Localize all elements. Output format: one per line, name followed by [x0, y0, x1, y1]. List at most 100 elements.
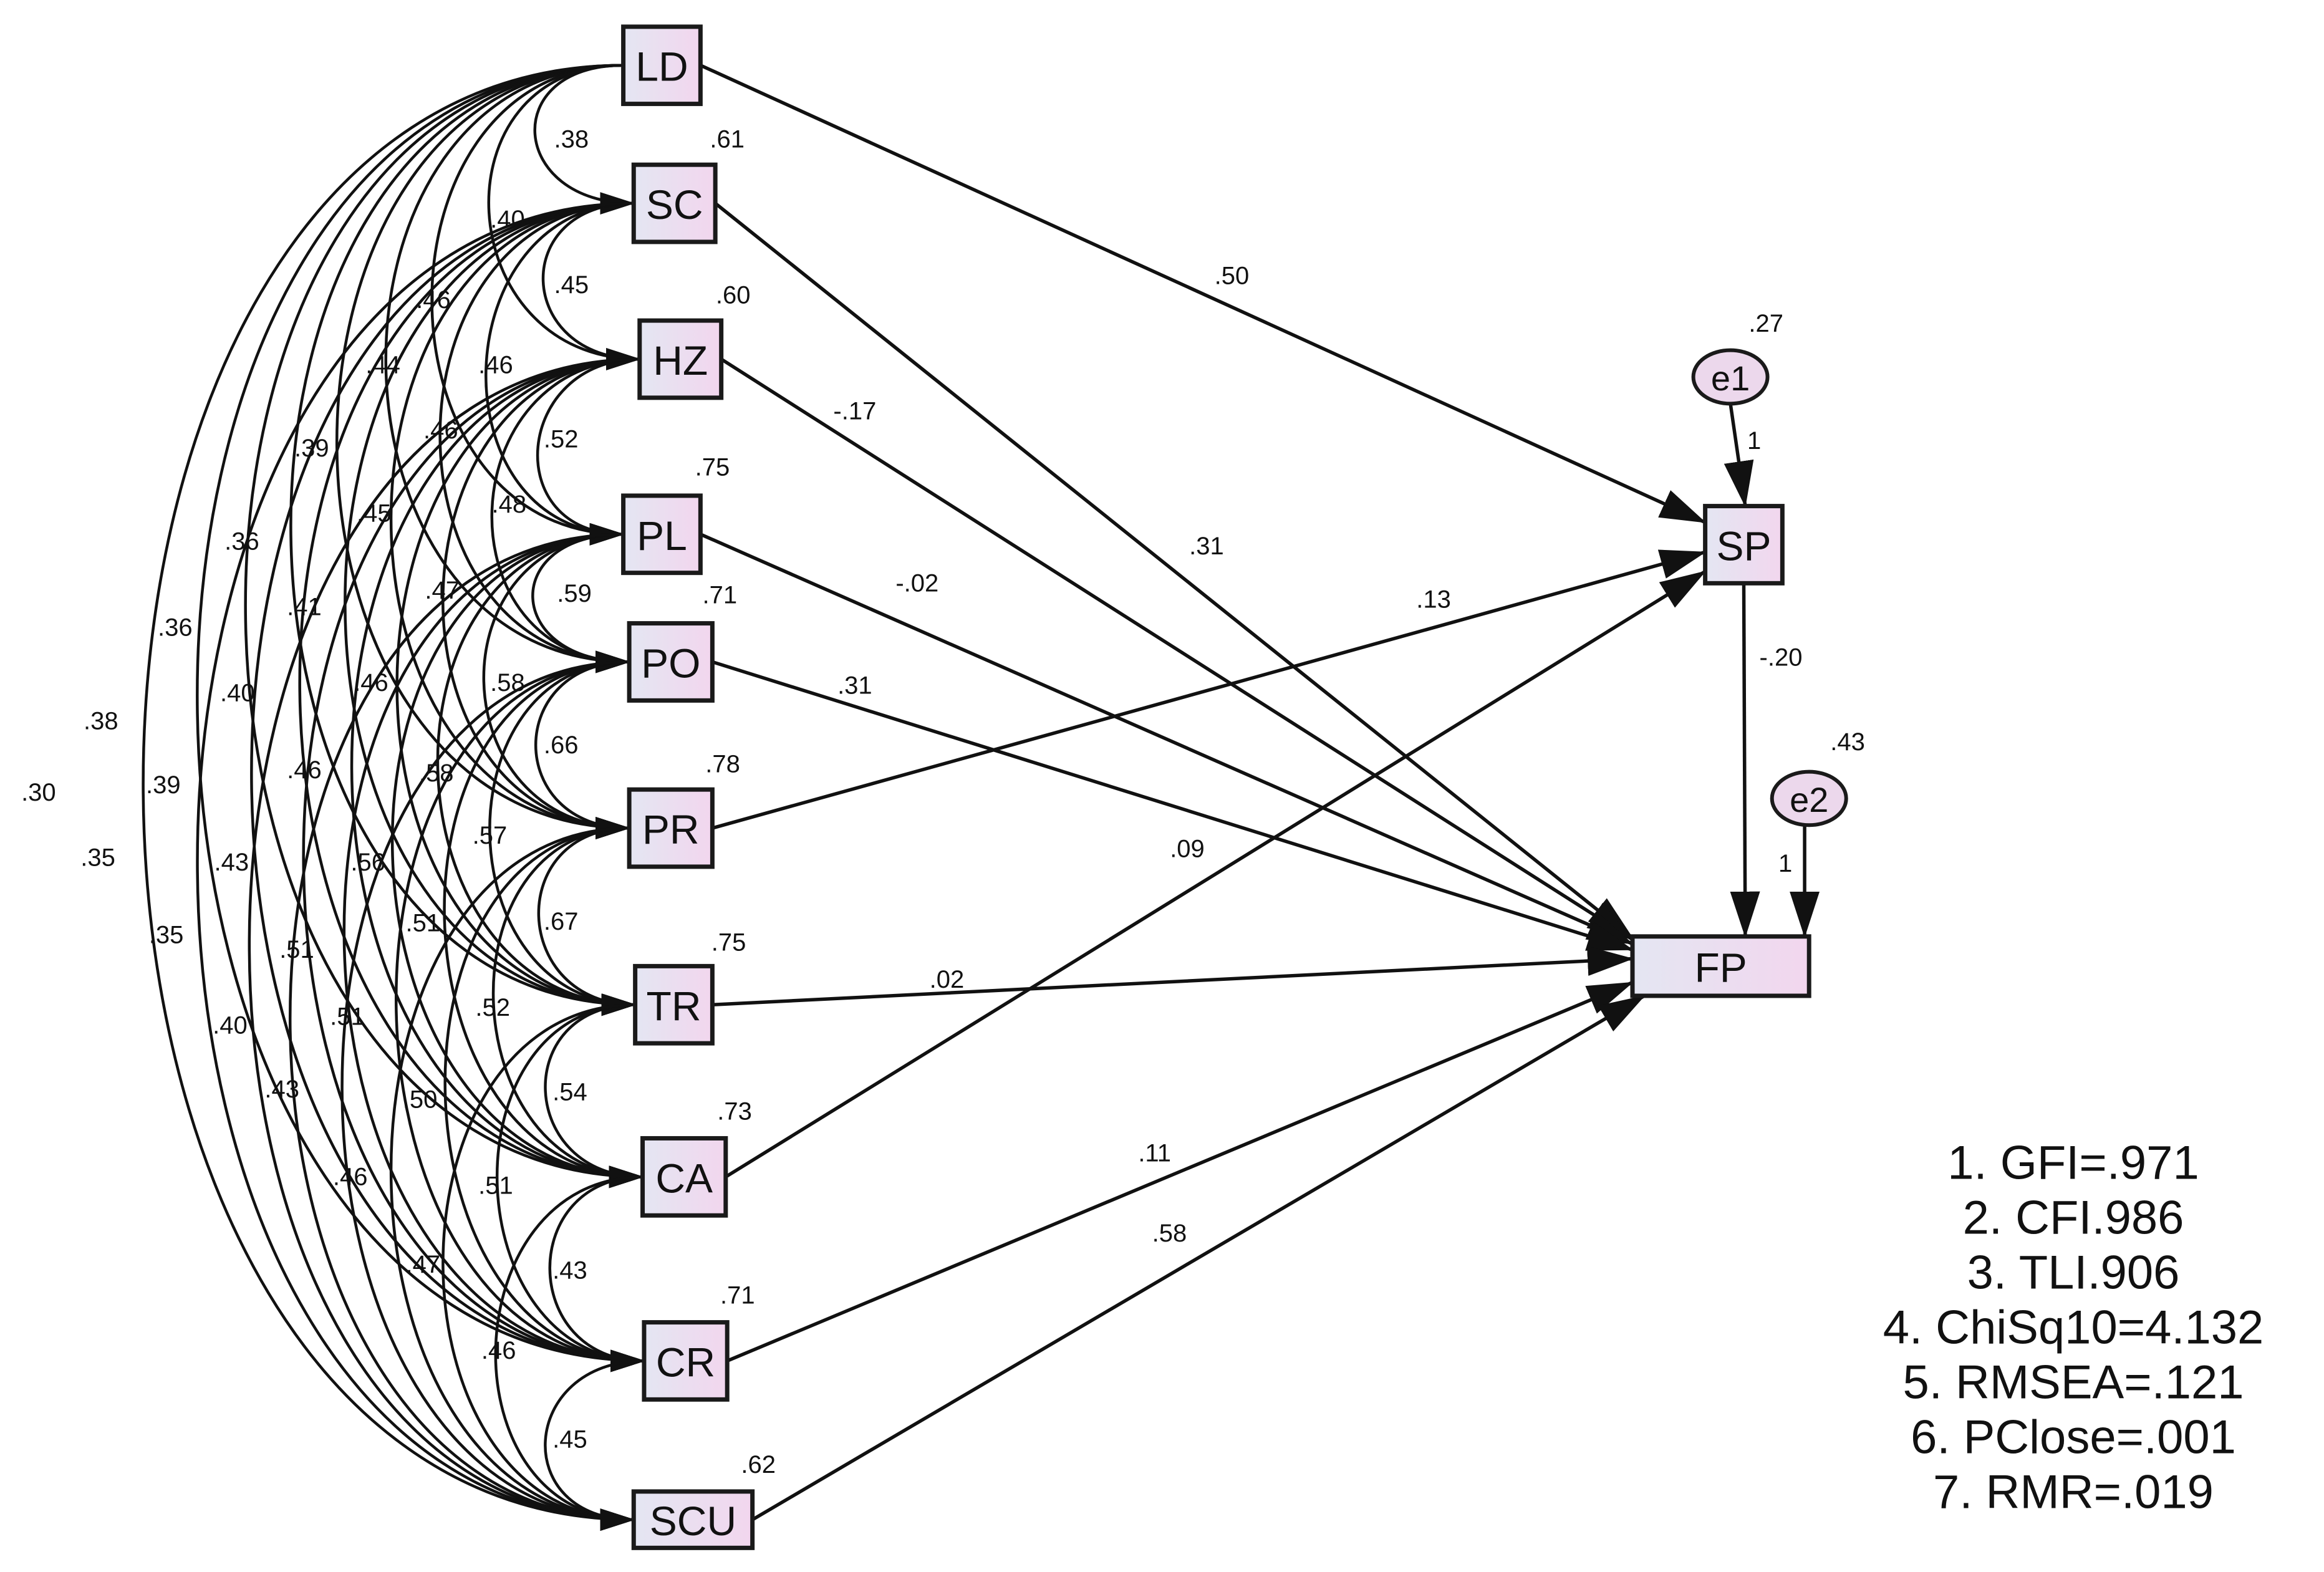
- correlation-label-ca-cr: .43: [552, 1256, 587, 1284]
- path-label-pl-fp: -.02: [895, 569, 938, 597]
- correlation-label-sc-scu: .35: [80, 844, 115, 872]
- variance-label-ca: .73: [717, 1098, 752, 1126]
- correlation-sc-cr: [250, 191, 668, 1372]
- node-label-ca: CA: [655, 1155, 713, 1201]
- correlation-label-ld-tr: .36: [224, 528, 259, 556]
- correlation-hz-pr: [441, 347, 673, 839]
- correlation-label-hz-po: .48: [492, 491, 527, 518]
- correlation-pr-scu: [389, 816, 663, 1531]
- path-pr-sp: [711, 549, 1707, 830]
- variance-label-po: .71: [702, 581, 737, 609]
- path-ld-sp: [700, 64, 1707, 524]
- correlation-label-sc-cr: .39: [146, 771, 181, 799]
- correlation-label-ld-ca: .36: [158, 614, 193, 642]
- node-label-cr: CR: [656, 1339, 715, 1385]
- node-box-ld: [621, 24, 703, 107]
- correlation-label-ld-hz: .40: [490, 206, 525, 233]
- correlation-label-cr-scu: .45: [552, 1426, 587, 1454]
- variance-label-pr: .78: [705, 751, 740, 778]
- correlation-hz-ca: [350, 347, 673, 1189]
- fit-index-tli: 3. TLI.906: [1967, 1247, 2180, 1300]
- correlation-label-pl-cr: .51: [279, 936, 314, 963]
- node-label-pl: PL: [637, 513, 687, 559]
- correlation-hz-pl: [536, 347, 673, 546]
- node-e2: e2: [1770, 769, 1848, 827]
- path-label-cr-fp: .11: [1138, 1139, 1171, 1167]
- correlation-label-ld-po: .44: [365, 351, 400, 379]
- fit-index-rmr: 7. RMR=.019: [1933, 1466, 2214, 1519]
- node-label-pr: PR: [642, 806, 700, 852]
- path-e1-sp: [1724, 403, 1754, 508]
- node-fp: FP: [1630, 934, 1811, 998]
- path-scu-fp: [751, 994, 1646, 1521]
- correlation-label-ld-pr: .39: [294, 435, 329, 462]
- variance-label-e2: .43: [1830, 728, 1865, 756]
- variance-label-sc: .61: [710, 126, 745, 153]
- path-label-ld-sp: .50: [1215, 263, 1250, 290]
- correlation-label-sc-tr: .41: [287, 593, 322, 620]
- fit-index-gfi: 1. GFI=.971: [1947, 1137, 2199, 1190]
- correlation-label-pr-scu: .46: [333, 1163, 368, 1190]
- correlation-ld-tr: [289, 54, 657, 1016]
- correlation-tr-scu: [441, 993, 669, 1531]
- correlation-pl-pr: [482, 523, 657, 839]
- node-sp: SP: [1703, 504, 1785, 586]
- node-tr: TR: [633, 963, 715, 1046]
- error-term-e2: [1770, 769, 1848, 827]
- correlation-pr-tr: [537, 816, 663, 1016]
- correlation-label-pl-pr: .58: [490, 669, 525, 697]
- correlation-pr-ca: [491, 816, 663, 1189]
- fit-index-chisq: 4. ChiSq10=4.132: [1883, 1301, 2264, 1354]
- node-label-e2: e2: [1790, 780, 1828, 819]
- correlation-ld-scu: [142, 54, 657, 1531]
- correlation-ca-cr: [548, 1165, 677, 1372]
- node-box-fp: [1630, 934, 1811, 998]
- variance-label-cr: .71: [720, 1282, 755, 1309]
- correlation-pl-ca: [390, 523, 657, 1189]
- correlation-ld-cr: [196, 54, 657, 1372]
- error-term-e1: [1691, 348, 1770, 406]
- correlation-label-tr-cr: .51: [478, 1172, 513, 1200]
- path-ca-sp: [725, 569, 1707, 1179]
- correlation-pl-cr: [342, 523, 657, 1372]
- correlation-tr-ca: [544, 993, 669, 1189]
- node-ca: CA: [640, 1136, 728, 1218]
- correlation-label-pr-tr: .67: [544, 908, 579, 935]
- correlation-label-hz-tr: .46: [354, 669, 388, 697]
- correlation-tr-cr: [495, 993, 669, 1372]
- node-scu: SCU: [631, 1489, 755, 1550]
- correlation-po-scu: [340, 650, 663, 1531]
- variance-label-pl: .75: [695, 454, 730, 481]
- variance-label-hz: .60: [716, 282, 751, 309]
- correlation-label-sc-ca: .40: [220, 679, 255, 706]
- path-pl-fp: [700, 533, 1634, 946]
- node-pl: PL: [621, 493, 703, 576]
- node-cr: CR: [642, 1320, 730, 1402]
- correlation-cr-scu: [544, 1349, 678, 1531]
- fit-index-cfi: 2. CFI.986: [1963, 1192, 2184, 1245]
- correlation-sc-scu: [196, 191, 668, 1531]
- node-box-sp: [1703, 504, 1785, 586]
- correlation-ca-scu: [494, 1165, 677, 1531]
- node-box-cr: [642, 1320, 730, 1402]
- correlation-po-ca: [443, 650, 663, 1189]
- correlation-label-sc-pr: .45: [357, 499, 392, 527]
- path-label-hz-fp: -.17: [833, 397, 876, 425]
- variance-labels: .61.60.75.71.78.75.73.71.62.27.43: [695, 126, 1865, 1478]
- path-label-e2-fp: 1: [1778, 850, 1792, 877]
- correlation-sc-pr: [389, 191, 668, 839]
- correlation-po-pr: [534, 650, 663, 839]
- correlation-label-hz-pl: .52: [544, 425, 579, 453]
- node-box-tr: [633, 963, 715, 1046]
- correlation-labels: .38.40.46.44.39.36.36.38.30.45.46.46.45.…: [21, 126, 592, 1454]
- path-tr-fp: [712, 946, 1634, 1007]
- correlation-label-po-ca: .51: [405, 909, 440, 937]
- node-pr: PR: [627, 787, 715, 869]
- path-label-scu-fp: .58: [1152, 1220, 1187, 1247]
- correlation-hz-cr: [302, 347, 673, 1372]
- path-label-sc-fp: .31: [1189, 533, 1224, 560]
- path-label-e1-sp: 1: [1747, 427, 1761, 455]
- correlation-ld-po: [384, 54, 657, 673]
